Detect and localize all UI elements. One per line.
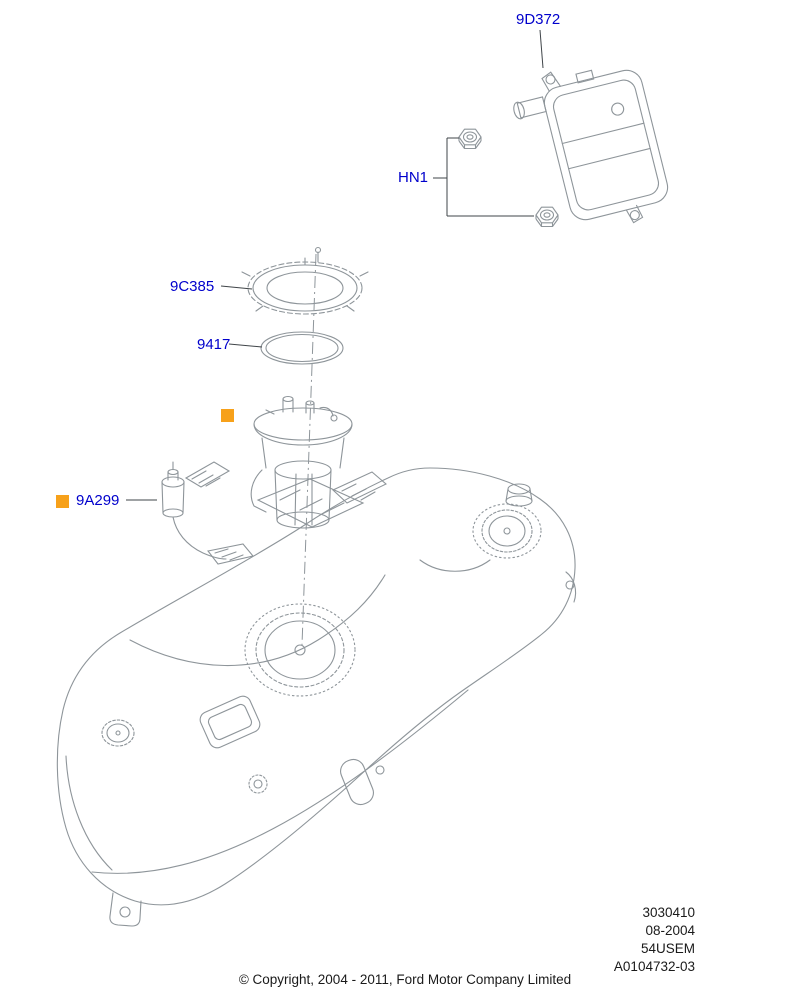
doc-number: 3030410 [642,905,695,920]
part-label-9c385[interactable]: 9C385 [170,278,215,295]
doc-date: 08-2004 [645,923,695,938]
fuel-pump-module-drawing [250,395,387,529]
part-label-9417[interactable]: 9417 [197,336,231,353]
fuel-tank-drawing [56,467,577,927]
lock-ring-drawing [241,246,369,315]
centerline [301,253,317,646]
footer-code-block: 3030410 08-2004 54USEM A0104732-03 [614,904,695,976]
fuel-level-sender-drawing [161,461,254,565]
canister-valve-drawing [513,69,669,224]
part-label-9a299[interactable]: 9A299 [76,492,120,509]
part-label-hn1[interactable]: HN1 [398,169,429,186]
drawing-number: A0104732-03 [613,959,695,974]
selected-part-marker-icon [221,409,234,422]
market-code: 54USEM [640,941,695,956]
selected-part-marker-icon [56,495,69,508]
copyright-line: © Copyright, 2004 - 2011, Ford Motor Com… [238,972,572,987]
leader-lines [126,29,544,501]
hex-nuts-drawing [458,128,559,228]
part-label-9d372[interactable]: 9D372 [516,11,561,28]
seal-ring-drawing [260,331,344,365]
